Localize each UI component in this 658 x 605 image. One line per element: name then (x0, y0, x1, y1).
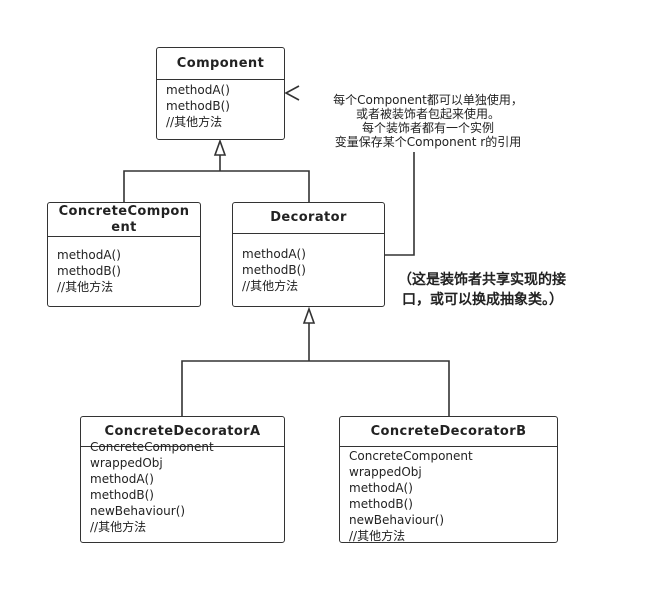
generalization-arrowhead-decorator (302, 306, 316, 324)
member-method-a: methodA() (90, 472, 154, 486)
class-component: Component methodA() methodB() //其他方法 (156, 47, 285, 140)
usage-note: 每个Component都可以单独使用， 或者被装饰者包起来使用。 每个装饰者都有… (298, 93, 558, 149)
decorator-note: （这是装饰者共享实现的接 口，或可以换成抽象类。） (398, 270, 566, 310)
class-name: ConcreteComponent (48, 203, 200, 237)
member-list: methodA() methodB() //其他方法 (233, 234, 384, 296)
class-concrete-decorator-a: ConcreteDecoratorA ConcreteComponent wra… (80, 416, 285, 543)
class-concrete-component: ConcreteComponent methodA() methodB() //… (47, 202, 201, 307)
member-method-b: methodB() (57, 264, 121, 278)
member-comment: //其他方法 (166, 115, 223, 129)
member-method-b: methodB() (349, 497, 413, 511)
generalization-arrowhead-component (213, 138, 227, 156)
member-method-a: methodA() (166, 83, 230, 97)
member-comment: //其他方法 (242, 279, 299, 293)
member-method-a: methodA() (57, 248, 121, 262)
generalization-line-concrete-component (123, 170, 220, 203)
member-method-b: methodB() (242, 263, 306, 277)
usage-note-line: 或者被装饰者包起来使用。 (355, 107, 500, 121)
member-method-b: methodB() (90, 488, 154, 502)
member-method-a: methodA() (242, 247, 306, 261)
member-wrapped-obj: wrappedObj (349, 465, 422, 479)
member-comment: //其他方法 (349, 529, 406, 543)
association-arrowhead (284, 85, 300, 101)
class-name: Component (157, 48, 284, 80)
member-component-type: ConcreteComponent (90, 440, 214, 454)
member-new-behaviour: newBehaviour() (90, 504, 186, 518)
member-list: methodA() methodB() //其他方法 (157, 80, 284, 132)
member-list: methodA() methodB() //其他方法 (48, 237, 200, 297)
class-name: ConcreteDecoratorB (340, 417, 557, 447)
member-comment: //其他方法 (90, 520, 147, 534)
generalization-line-decorator-a (181, 360, 309, 417)
member-list: ConcreteComponent wrappedObj methodA() m… (81, 439, 284, 537)
class-decorator: Decorator methodA() methodB() //其他方法 (232, 202, 385, 307)
usage-note-line: 每个Component都可以单独使用， (333, 93, 523, 107)
usage-note-line: 变量保存某个Component r的引用 (334, 135, 522, 149)
member-component-type: ConcreteComponent (349, 449, 473, 463)
member-wrapped-obj: wrappedObj (90, 456, 163, 470)
generalization-line-decorator-b (309, 360, 450, 417)
member-comment: //其他方法 (57, 280, 114, 294)
member-list: ConcreteComponent wrappedObj methodA() m… (340, 447, 557, 546)
decorator-note-line: （这是装饰者共享实现的接 (398, 272, 566, 288)
member-method-a: methodA() (349, 481, 413, 495)
association-line-decorator-component (385, 152, 415, 256)
member-method-b: methodB() (166, 99, 230, 113)
generalization-line-decorator (220, 170, 310, 203)
member-new-behaviour: newBehaviour() (349, 513, 445, 527)
decorator-note-line: 口，或可以换成抽象类。） (402, 292, 563, 308)
usage-note-line: 每个装饰者都有一个实例 (361, 121, 494, 135)
class-name: ConcreteDecoratorA (81, 417, 284, 447)
class-name: Decorator (233, 203, 384, 234)
class-concrete-decorator-b: ConcreteDecoratorB ConcreteComponent wra… (339, 416, 558, 543)
